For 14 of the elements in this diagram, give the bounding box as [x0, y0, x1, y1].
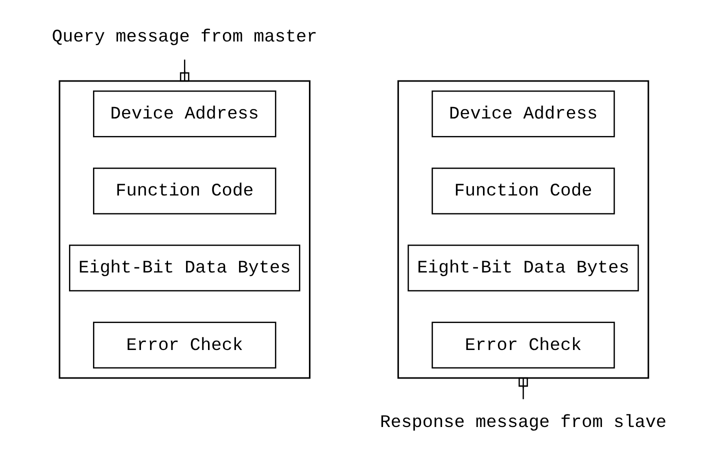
- node-box: Function Code: [92, 167, 276, 214]
- node-text: Response message from slave: [379, 412, 666, 432]
- node-box: Function Code: [431, 167, 614, 214]
- node-box: Device Address: [92, 90, 276, 137]
- cluster: [58, 80, 310, 378]
- node-box: Device Address: [431, 90, 614, 137]
- connector: [179, 59, 189, 82]
- connector: [518, 376, 528, 399]
- node-box: Error Check: [92, 321, 276, 368]
- node-box: Eight-Bit Data Bytes: [68, 244, 300, 291]
- node-box: Eight-Bit Data Bytes: [407, 244, 638, 291]
- node-text: Query message from master: [51, 26, 317, 47]
- cluster: [396, 80, 649, 378]
- node-box: Error Check: [431, 321, 614, 368]
